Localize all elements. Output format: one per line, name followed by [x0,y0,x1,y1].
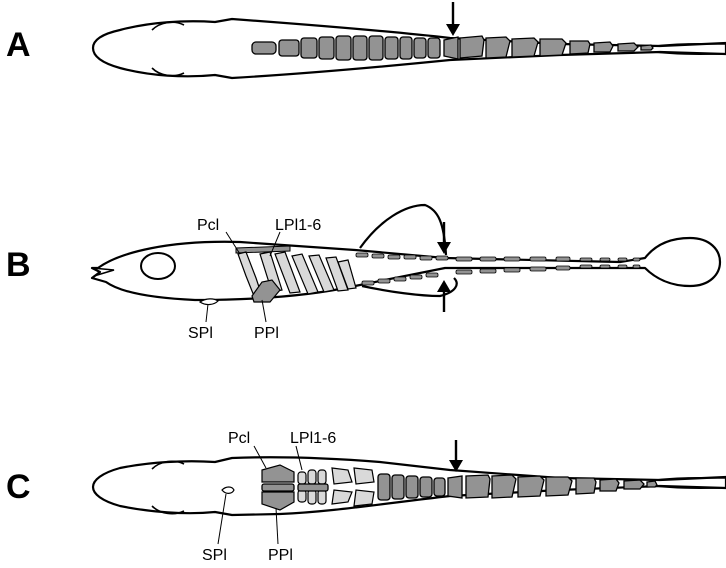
vertebra [319,37,334,59]
dorsal-segment [530,257,546,261]
dorsal-segment [556,257,570,261]
ventral-segment [504,268,520,272]
vertebra [444,37,458,59]
ventral-segment [618,265,627,268]
dorsal-segment [580,258,592,261]
dorsal-segment [600,258,610,261]
ventral-segment [394,277,406,281]
vertebra [624,480,644,489]
ventral-segment [530,267,546,271]
spl-plate-c [222,487,234,493]
panel-a: A [6,2,726,78]
dorsal-segment [618,258,627,261]
vertebra [400,37,412,59]
arrow-c [449,440,463,472]
dorsal-segment [480,257,496,261]
vertebra [448,476,462,498]
ventral-segment [480,269,496,273]
vertebra [570,41,590,54]
lateral-plate [354,468,374,484]
vertebra [512,38,538,57]
arrow-a [446,2,460,36]
vertebra [486,37,510,58]
ventral-segment [426,273,438,277]
label-ppl-c: PPl [268,547,293,564]
vertebra [466,475,490,498]
ventral-segment [362,281,374,285]
vertebra [369,36,383,60]
vertebra [414,38,426,58]
lateral-plate [318,490,326,504]
ventral-segment [633,265,640,268]
vertebra [492,475,516,498]
label-pcl-c: Pcl [228,430,250,447]
vertebra [641,45,653,50]
leader-spl-b [206,304,208,322]
leader-ppl-b [262,300,266,322]
panel-b: B [6,205,720,342]
vertebra [420,477,432,497]
ventral-segment [580,265,592,268]
vertebra [279,40,299,56]
vertebra [298,484,328,491]
dorsal-segment [356,253,368,257]
dorsal-segment [633,258,640,261]
vertebra [600,479,619,491]
vertebra [301,38,317,58]
label-spl-b: SPl [188,325,213,342]
dorsal-segment [504,257,520,261]
lateral-plate [298,490,306,502]
vertebra [546,477,572,496]
vertebra [353,36,367,60]
vertebra [262,484,294,491]
vertebra [518,476,544,497]
vertebra [618,43,638,51]
dorsal-segment [456,257,472,261]
vertebra [576,478,596,494]
vertebra [540,39,566,56]
vertebra [434,478,445,496]
ventral-segment [410,275,422,279]
dorsal-segment [420,256,432,260]
dorsal-segment [388,255,400,259]
vertebra [378,474,390,500]
lateral-plate [298,472,306,484]
ventral-segment [456,270,472,274]
lateral-plate [308,490,316,504]
label-spl-c: SPl [202,547,227,564]
ventral-segment [600,265,610,268]
vertebra [392,475,404,499]
dorsal-fin-b [360,205,446,255]
ventral-segment [378,279,390,283]
panel-letter-b: B [6,246,31,284]
vertebra [336,36,351,60]
dorsal-segment [436,256,448,260]
vertebra [647,481,657,487]
label-ppl-b: PPl [254,325,279,342]
lateral-plate [308,470,316,484]
vertebra [594,42,613,52]
vertebra [428,38,440,58]
vertebra [460,36,484,58]
dorsal-segment [372,254,384,258]
lateral-plate [318,470,326,484]
label-pcl-b: Pcl [197,217,219,234]
vertebra [406,476,418,498]
vertebra [252,42,276,54]
ventral-segment [556,266,570,270]
label-lpl-c: LPl1-6 [290,430,336,447]
panel-letter-c: C [6,468,31,506]
label-lpl-b: LPl1-6 [275,217,321,234]
dorsal-segment [404,255,416,259]
panel-c: C [6,430,726,564]
eye-b [141,253,175,279]
lateral-plate [354,490,374,506]
panel-letter-a: A [6,26,31,64]
vertebra [385,37,398,59]
